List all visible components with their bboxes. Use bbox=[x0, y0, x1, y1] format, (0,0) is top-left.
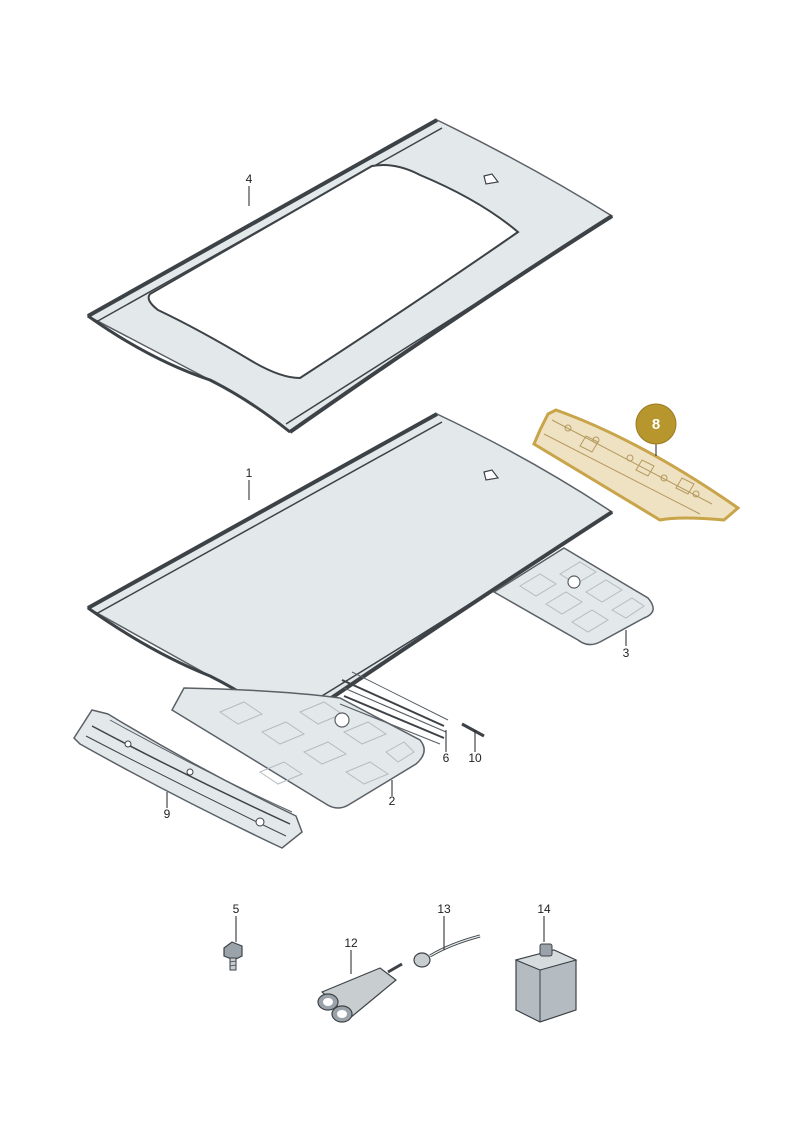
callout-8: 8 bbox=[652, 416, 660, 433]
part-10-small-strip[interactable] bbox=[461, 722, 485, 738]
part-14-container[interactable] bbox=[514, 943, 578, 1023]
part-3-rear-insulation-mat[interactable] bbox=[492, 547, 654, 646]
callout-5: 5 bbox=[233, 902, 240, 916]
callout-12: 12 bbox=[344, 936, 358, 950]
callout-13: 13 bbox=[437, 902, 451, 916]
part-9-front-roof-frame[interactable] bbox=[73, 709, 303, 849]
part-13-nozzle[interactable] bbox=[413, 934, 481, 968]
callout-3: 3 bbox=[623, 646, 630, 660]
callout-4: 4 bbox=[246, 172, 253, 186]
part-1-roof-panel[interactable] bbox=[86, 412, 614, 728]
part-5-bolt[interactable] bbox=[223, 941, 243, 971]
part-4-roof-with-sunroof-opening[interactable] bbox=[86, 118, 614, 434]
callout-10: 10 bbox=[468, 751, 482, 765]
callout-8-badge[interactable]: 8 bbox=[635, 403, 677, 445]
callout-2: 2 bbox=[389, 794, 396, 808]
part-8-roof-reinforcement-highlighted[interactable] bbox=[532, 408, 741, 522]
callout-9: 9 bbox=[164, 807, 171, 821]
callout-6: 6 bbox=[443, 751, 450, 765]
part-2-front-insulation-mat[interactable] bbox=[170, 687, 425, 809]
callout-14: 14 bbox=[537, 902, 551, 916]
part-12-adhesive-cartridge[interactable] bbox=[317, 962, 403, 1023]
callout-1: 1 bbox=[246, 466, 253, 480]
part-6-sealing-strips[interactable] bbox=[339, 671, 449, 745]
